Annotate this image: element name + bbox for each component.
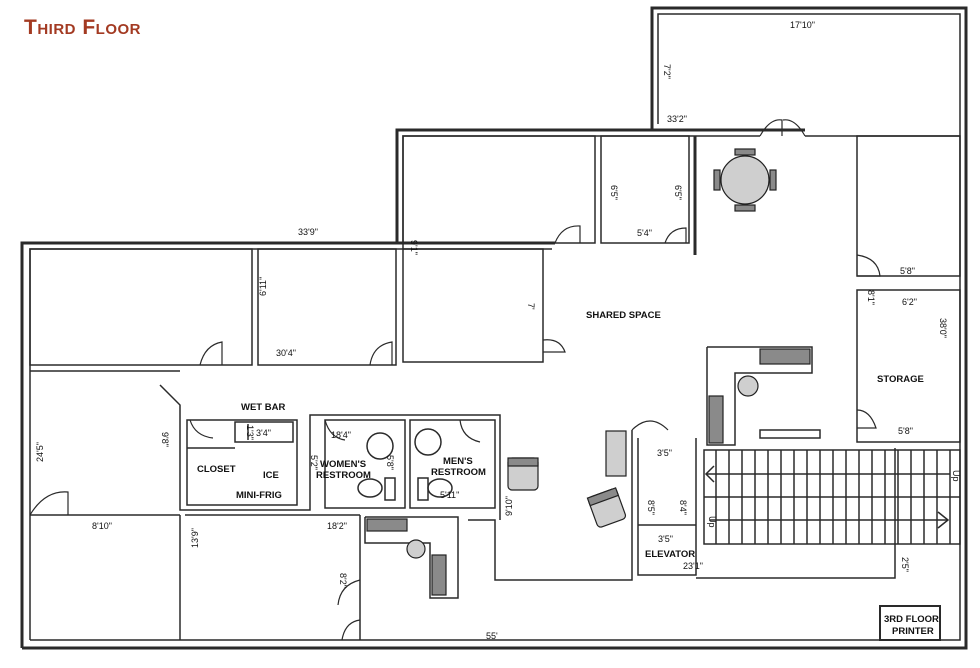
dim-18-4: 18'4" bbox=[331, 430, 351, 440]
dim-3-5b: 3'5" bbox=[658, 534, 673, 544]
dim-5-8b: 5'8" bbox=[898, 426, 913, 436]
label-womens-restroom: RESTROOM bbox=[316, 470, 371, 481]
dim-9-10: 9'10" bbox=[504, 496, 514, 516]
label-womens: WOMEN'S bbox=[320, 459, 366, 470]
top-doors bbox=[759, 119, 806, 137]
lower-left-offices bbox=[29, 491, 361, 641]
dim-6-5a: 6'5" bbox=[609, 185, 619, 200]
dim-5-2: 5'2" bbox=[309, 455, 319, 470]
label-up-2: Up bbox=[707, 516, 717, 528]
label-storage: STORAGE bbox=[877, 374, 924, 385]
label-ice: ICE bbox=[263, 470, 279, 481]
armchairs bbox=[507, 457, 627, 528]
top-middle-offices bbox=[402, 135, 697, 255]
dim-30-4: 30'4" bbox=[276, 348, 296, 358]
restrooms bbox=[324, 419, 496, 509]
dim-9-1: 9'1" bbox=[409, 240, 419, 255]
label-closet: CLOSET bbox=[197, 464, 236, 475]
dim-55: 55' bbox=[486, 631, 498, 641]
dim-3-5a: 3'5" bbox=[657, 448, 672, 458]
dim-8-1: 8'1" bbox=[866, 290, 876, 305]
dim-24-5: 24'5" bbox=[35, 442, 45, 462]
outer-walls bbox=[20, 6, 968, 650]
label-printer-1: 3RD FLOOR bbox=[884, 614, 939, 625]
dim-5-8c: 5'8" bbox=[385, 455, 395, 470]
dim-17-10: 17'10" bbox=[790, 20, 815, 30]
dim-6-2: 6'2" bbox=[902, 297, 917, 307]
label-up-1: Up bbox=[951, 470, 961, 482]
dimension-labels: 17'10" 7'2" 33'2" 33'9" 6'5" 6'5" 5'4" 6… bbox=[35, 20, 948, 641]
dim-18-2: 18'2" bbox=[327, 521, 347, 531]
dim-33-2: 33'2" bbox=[667, 114, 687, 124]
label-mens: MEN'S bbox=[443, 456, 473, 467]
printer-box bbox=[879, 605, 941, 641]
label-wet-bar: WET BAR bbox=[241, 402, 285, 413]
central-walls bbox=[468, 420, 896, 581]
desk-right bbox=[706, 346, 821, 446]
dim-6-5b: 6'5" bbox=[673, 185, 683, 200]
dim-7: 7' bbox=[526, 303, 536, 310]
label-printer-2: PRINTER bbox=[892, 626, 934, 637]
dim-1-3: 1'3" bbox=[245, 425, 255, 440]
label-elevator: ELEVATOR bbox=[645, 549, 695, 560]
floor-title: Third Floor bbox=[24, 16, 141, 39]
dim-13-9: 13'9" bbox=[190, 528, 200, 548]
desk-left bbox=[364, 516, 459, 599]
dim-8-2: 8'2" bbox=[338, 573, 348, 588]
stairs bbox=[703, 449, 961, 545]
right-offices bbox=[856, 135, 961, 443]
dim-5-4: 5'4" bbox=[637, 228, 652, 238]
label-mens-restroom: RESTROOM bbox=[431, 467, 486, 478]
dim-8-4: 8'4" bbox=[678, 500, 688, 515]
round-table bbox=[713, 148, 777, 212]
dim-7-2: 7'2" bbox=[662, 64, 672, 79]
dim-9-8: 9'8" bbox=[160, 432, 170, 447]
dim-6-11: 6'11" bbox=[258, 277, 268, 296]
upper-left-offices bbox=[29, 248, 566, 372]
label-mini-frig: MINI-FRIG bbox=[236, 490, 282, 501]
room-labels: SHARED SPACE STORAGE WET BAR CLOSET ICE … bbox=[197, 310, 961, 637]
wet-bar-block bbox=[159, 384, 501, 520]
dim-2-5: 2'5" bbox=[900, 557, 910, 572]
dim-33-9: 33'9" bbox=[298, 227, 318, 237]
dim-5-11: 5'11" bbox=[440, 490, 459, 500]
dim-38-0: 38'0" bbox=[938, 318, 948, 338]
dim-3-4: 3'4" bbox=[256, 428, 271, 438]
dim-8-10: 8'10" bbox=[92, 521, 112, 531]
label-shared-space: SHARED SPACE bbox=[586, 310, 661, 321]
dim-8-5: 8'5" bbox=[646, 500, 656, 515]
dim-5-8a: 5'8" bbox=[900, 266, 915, 276]
dim-23-1: 23'1" bbox=[683, 561, 703, 571]
